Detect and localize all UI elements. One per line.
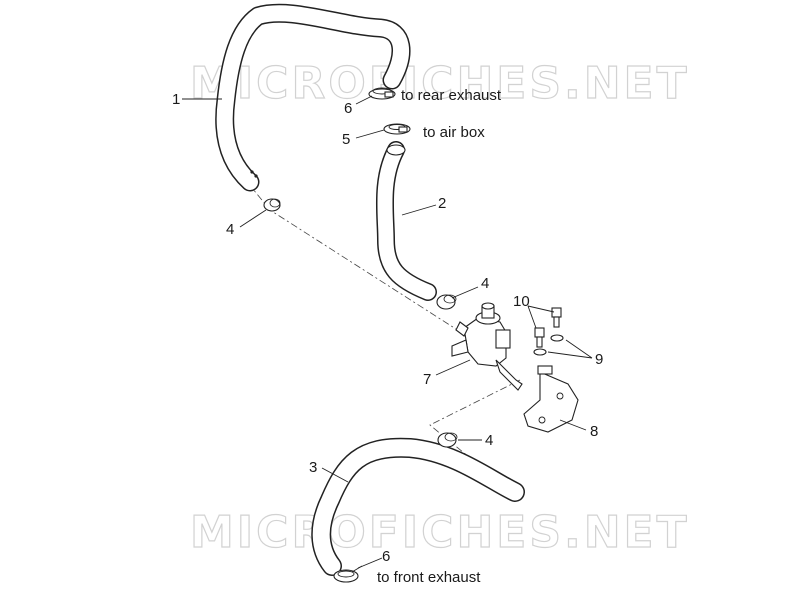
valve-7 [451, 302, 523, 391]
assembly-line-upper [247, 182, 471, 339]
sleeve-4-middle [436, 294, 457, 310]
leader-7 [435, 359, 471, 376]
screw-10-b [551, 307, 562, 328]
callout-4-lower: 4 [485, 432, 493, 449]
leader-3 [321, 467, 349, 483]
leader-4b [451, 286, 479, 299]
watermark-top: MICROFICHES.NET [190, 58, 690, 109]
note-air-box: to air box [423, 124, 485, 141]
watermark-bottom: MICROFICHES.NET [190, 507, 690, 558]
hose-1 [215, 3, 411, 192]
leader-8 [559, 419, 587, 431]
callout-2: 2 [438, 195, 446, 212]
leader-4a [239, 209, 267, 228]
leader-9 [547, 339, 593, 359]
assembly-line-lower [429, 379, 521, 491]
callout-7: 7 [423, 371, 431, 388]
callout-4-left: 4 [226, 221, 234, 238]
clamp-5 [383, 123, 411, 135]
callout-3: 3 [309, 459, 317, 476]
screw-10-a [534, 327, 545, 348]
callout-9: 9 [595, 351, 603, 368]
leader-2 [401, 204, 437, 216]
sleeve-4-lower [437, 432, 458, 448]
clamp-6-top [368, 87, 396, 100]
leader-6b [357, 557, 383, 569]
callout-1: 1 [172, 91, 180, 108]
bracket-8 [523, 365, 579, 433]
callout-10: 10 [513, 293, 530, 310]
hose-2 [375, 141, 437, 301]
callout-4-middle: 4 [481, 275, 489, 292]
note-rear-exhaust: to rear exhaust [401, 87, 502, 104]
note-front-exhaust: to front exhaust [377, 569, 481, 586]
washer-9-b [550, 334, 564, 342]
callout-5: 5 [342, 131, 350, 148]
callout-6-bottom: 6 [382, 548, 390, 565]
callout-8: 8 [590, 423, 598, 440]
leader-10 [527, 305, 555, 329]
leader-5 [355, 129, 385, 139]
washer-9-a [533, 348, 547, 356]
leader-6a [355, 95, 373, 105]
hose-3 [311, 437, 525, 576]
callout-6-top: 6 [344, 100, 352, 117]
sleeve-4-left [263, 198, 281, 212]
